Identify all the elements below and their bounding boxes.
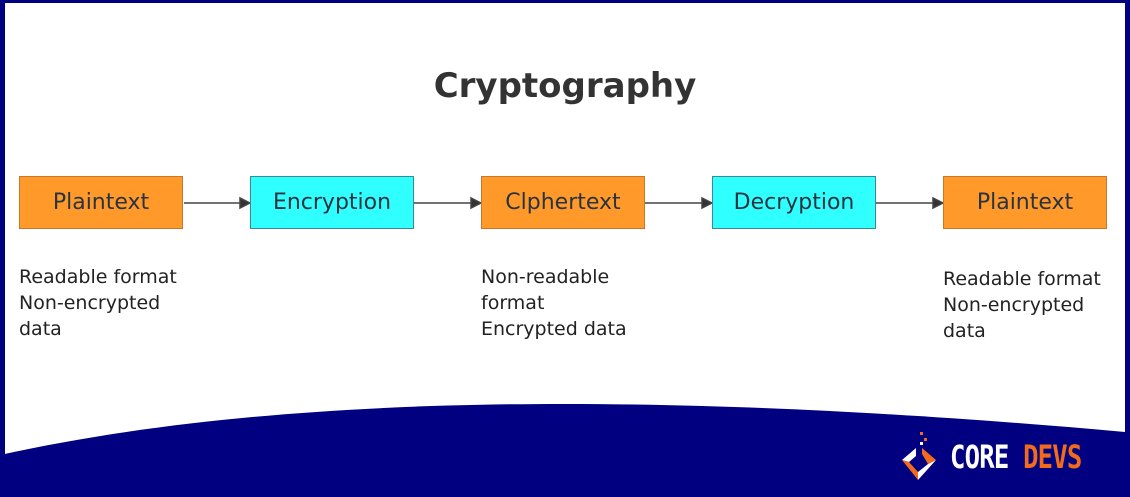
flow-arrows	[184, 196, 945, 210]
logo-word-core: CORE	[950, 438, 1009, 476]
note-line: data	[943, 320, 986, 342]
note-plaintext: Readable format Non-encrypted data	[19, 264, 179, 342]
box-plaintext-output: Plaintext	[943, 176, 1107, 229]
box-ciphertext: Clphertext	[481, 176, 645, 229]
box-decryption: Decryption	[712, 176, 876, 229]
note-plaintext-output: Readable format Non-encrypted data	[943, 266, 1103, 344]
note-line: format	[481, 292, 545, 314]
diagram-title: Cryptography	[433, 66, 697, 106]
arrow-head	[239, 196, 252, 210]
note-line: Non-encrypted	[943, 294, 1085, 316]
logo-word-devs: DEVS	[1023, 438, 1082, 476]
arrow-head	[932, 196, 945, 210]
arrow-head	[701, 196, 714, 210]
logo-wordmark: CORE DEVS	[950, 438, 1082, 476]
note-line: data	[19, 318, 62, 340]
note-ciphertext: Non-readable format Encrypted data	[481, 264, 641, 342]
note-line: Readable format	[19, 266, 177, 288]
note-line: Encrypted data	[481, 318, 627, 340]
note-line: Readable format	[943, 268, 1101, 290]
note-line: Non-readable	[481, 266, 610, 288]
cube-logo-icon	[902, 432, 936, 480]
box-encryption: Encryption	[250, 176, 414, 229]
box-plaintext: Plaintext	[19, 176, 183, 229]
core-devs-logo: CORE DEVS	[900, 432, 1114, 482]
arrow-head	[470, 196, 483, 210]
note-line: Non-encrypted	[19, 292, 161, 314]
